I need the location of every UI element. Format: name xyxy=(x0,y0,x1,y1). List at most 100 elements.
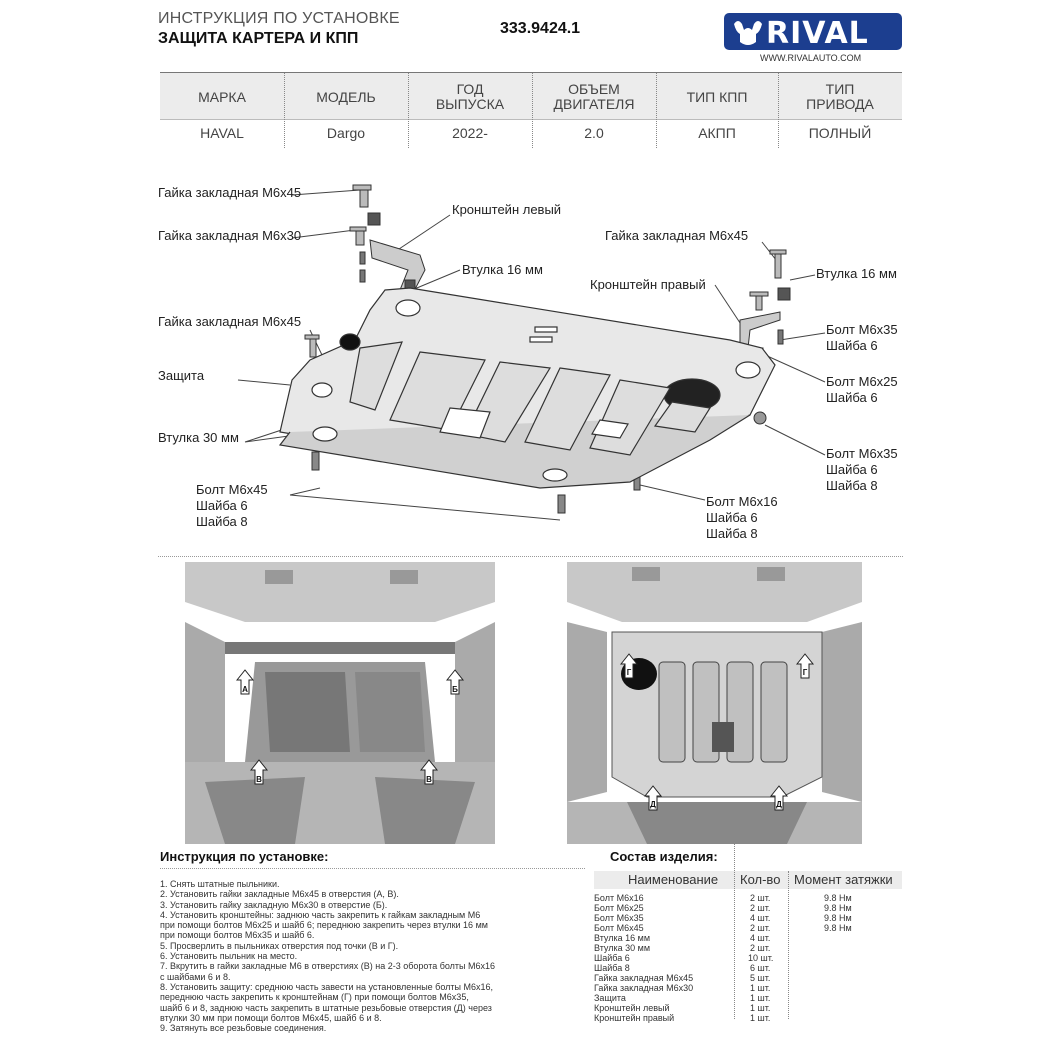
instruction-line: 8. Установить защиту: среднюю часть заве… xyxy=(160,981,493,992)
instructions-divider xyxy=(160,868,585,869)
label-bracket-right: Кронштейн правый xyxy=(590,277,706,292)
spec-col-engine: ОБЪЕМ ДВИГАТЕЛЯ 2.0 xyxy=(532,73,656,148)
label-line: Шайба 8 xyxy=(706,526,758,541)
table-cell: Болт М6х35 xyxy=(594,913,644,923)
vehicle-spec-table: МАРКА HAVAL МОДЕЛЬ Dargo ГОД ВЫПУСКА 202… xyxy=(160,72,902,148)
bull-icon xyxy=(734,21,762,45)
label-line: Болт М6х35 xyxy=(826,446,898,461)
label-line: Шайба 6 xyxy=(826,462,878,477)
table-cell: Болт М6х16 xyxy=(594,893,644,903)
col-header-qty: Кол-во xyxy=(740,872,781,887)
label-line: Шайба 6 xyxy=(196,498,248,513)
marker-d-left: Д xyxy=(650,800,656,809)
table-cell: 2 шт. xyxy=(750,943,771,953)
table-cell: 6 шт. xyxy=(750,963,771,973)
document-subtitle: ЗАЩИТА КАРТЕРА И КПП xyxy=(158,30,359,47)
table-row: Болт М6х45 2 шт. 9.8 Нм xyxy=(594,923,902,933)
document-title: ИНСТРУКЦИЯ ПО УСТАНОВКЕ xyxy=(158,10,400,27)
table-row: Втулка 30 мм 2 шт. xyxy=(594,943,902,953)
instruction-line: 9. Затянуть все резьбовые соединения. xyxy=(160,1023,327,1034)
spec-header: МАРКА xyxy=(198,88,246,105)
table-row: Кронштейн левый 1 шт. xyxy=(594,1003,902,1013)
label-bushing-16-left: Втулка 16 мм xyxy=(462,262,543,277)
rival-logo: RIVAL xyxy=(724,13,902,51)
label-bolt-m6x16: Болт М6х16 Шайба 6 Шайба 8 xyxy=(706,494,778,542)
instruction-line: 7. Вкрутить в гайки закладные М6 в отвер… xyxy=(160,961,496,972)
table-cell: Шайба 8 xyxy=(594,963,630,973)
table-cell: 9.8 Нм xyxy=(824,893,852,903)
label-nut-m6x45-right: Гайка закладная М6х45 xyxy=(605,228,749,243)
table-cell: Болт М6х45 xyxy=(594,923,644,933)
table-cell: 10 шт. xyxy=(748,953,774,963)
table-cell: Кронштейн правый xyxy=(594,1013,675,1023)
instructions-title: Инструкция по установке: xyxy=(160,849,329,864)
instruction-line: 3. Установить гайку закладную М6х30 в от… xyxy=(160,899,388,910)
instruction-line: 6. Установить пыльник на место. xyxy=(160,951,298,962)
label-bushing-16-right: Втулка 16 мм xyxy=(816,266,897,281)
instruction-line: при помощи болтов М6х35 и шайб 6. xyxy=(160,930,315,941)
label-line: Шайба 6 xyxy=(706,510,758,525)
table-cell: Кронштейн левый xyxy=(594,1003,670,1013)
label-bolt-m6x35-top: Болт М6х35 Шайба 6 xyxy=(826,322,898,354)
spec-header: МОДЕЛЬ xyxy=(316,88,376,105)
table-row: Шайба 6 10 шт. xyxy=(594,953,902,963)
section-divider xyxy=(158,556,903,557)
instruction-line: шайб 6 и 8, заднюю часть закрепить в шта… xyxy=(160,1002,492,1013)
table-cell: 1 шт. xyxy=(750,1003,771,1013)
instruction-line: с шайбами 6 и 8. xyxy=(160,971,231,982)
label-nut-m6x45-left: Гайка закладная М6х45 xyxy=(158,314,302,329)
article-number: 333.9424.1 xyxy=(500,20,581,37)
table-cell: Шайба 6 xyxy=(594,953,630,963)
instruction-line: при помощи болтов М6х25 и шайб 6; передн… xyxy=(160,920,488,931)
table-cell: Втулка 16 мм xyxy=(594,933,651,943)
label-line: Болт М6х35 xyxy=(826,322,898,337)
marker-g-right: Г xyxy=(803,668,808,677)
table-row: Болт М6х35 4 шт. 9.8 Нм xyxy=(594,913,902,923)
spec-col-year: ГОД ВЫПУСКА 2022- xyxy=(408,73,532,148)
table-cell: 1 шт. xyxy=(750,993,771,1003)
col-header-torque: Момент затяжки xyxy=(794,872,893,887)
table-cell: 4 шт. xyxy=(750,913,771,923)
instructions-list: 1. Снять штатные пыльники. 2. Установить… xyxy=(160,879,590,1033)
label-bracket-left: Кронштейн левый xyxy=(452,202,562,217)
exploded-diagram xyxy=(237,184,826,521)
label-bolt-m6x25: Болт М6х25 Шайба 6 xyxy=(826,374,898,406)
spec-header: ОБЪЕМ ДВИГАТЕЛЯ xyxy=(553,81,635,112)
instruction-line: 1. Снять штатные пыльники. xyxy=(160,879,280,889)
table-row: Гайка закладная М6х45 5 шт. xyxy=(594,973,902,983)
marker-d-right: Д xyxy=(776,800,782,809)
table-cell: 2 шт. xyxy=(750,903,771,913)
label-line: Шайба 6 xyxy=(826,390,878,405)
table-cell: 2 шт. xyxy=(750,923,771,933)
label-nut-m6x45-top: Гайка закладная М6х45 xyxy=(158,185,302,200)
table-cell: 1 шт. xyxy=(750,1013,771,1023)
label-nut-m6x30: Гайка закладная М6х30 xyxy=(158,228,302,243)
label-bushing-30: Втулка 30 мм xyxy=(158,430,239,445)
spec-header: ТИП КПП xyxy=(686,88,748,105)
label-line: Болт М6х16 xyxy=(706,494,778,509)
photo-underbody-with-shield: Г Г Д Д xyxy=(567,562,862,844)
instruction-line: 2. Установить гайки закладные М6х45 в от… xyxy=(160,889,399,900)
spec-col-drive: ТИП ПРИВОДА ПОЛНЫЙ xyxy=(778,73,902,148)
table-cell: 5 шт. xyxy=(750,973,771,983)
label-line: Шайба 8 xyxy=(826,478,878,493)
spec-value: HAVAL xyxy=(200,125,244,141)
instruction-line: 4. Установить кронштейны: заднюю часть з… xyxy=(160,909,481,920)
table-cell: 9.8 Нм xyxy=(824,923,852,933)
table-cell: Гайка закладная М6х45 xyxy=(594,973,694,983)
marker-g-left: Г xyxy=(627,668,632,677)
spec-col-gearbox: ТИП КПП АКПП xyxy=(656,73,778,148)
col-header-name: Наименование xyxy=(628,872,719,887)
spec-value: ПОЛНЫЙ xyxy=(808,125,872,141)
marker-b-right: Б xyxy=(452,685,458,694)
table-cell: Втулка 30 мм xyxy=(594,943,651,953)
table-cell: Защита xyxy=(594,993,626,1003)
table-cell: 9.8 Нм xyxy=(824,913,852,923)
label-line: Болт М6х25 xyxy=(826,374,898,389)
marker-v-left: В xyxy=(256,775,262,784)
instruction-line: переднюю часть закрепить к кронштейнам (… xyxy=(160,992,469,1003)
marker-a-left: А xyxy=(242,685,248,694)
